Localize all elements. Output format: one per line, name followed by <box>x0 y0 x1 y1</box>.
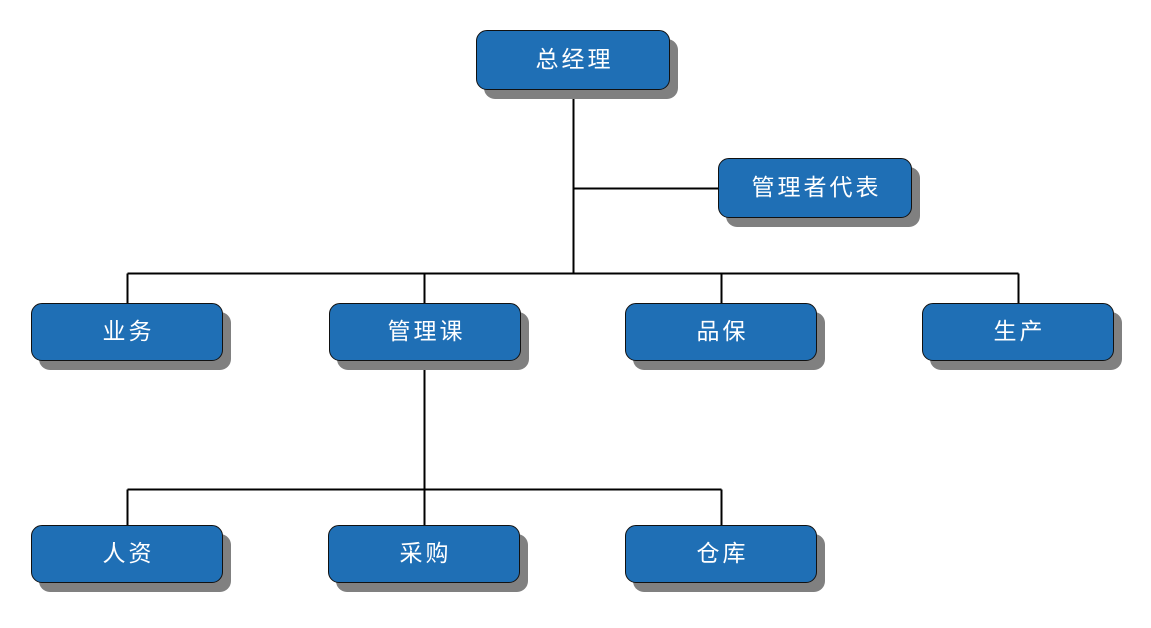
org-node-ceo[interactable]: 总经理 <box>476 30 670 90</box>
org-node-management-representative[interactable]: 管理者代表 <box>718 158 912 218</box>
org-node-warehouse[interactable]: 仓库 <box>625 525 817 583</box>
org-node-label: 仓库 <box>696 540 749 567</box>
org-node-label: 管理课 <box>387 318 466 345</box>
org-node-quality-assurance[interactable]: 品保 <box>625 303 817 361</box>
org-node-label: 业务 <box>102 318 155 345</box>
org-node-label: 人资 <box>102 540 155 567</box>
org-node-management-section[interactable]: 管理课 <box>329 303 521 361</box>
org-node-label: 品保 <box>696 318 749 345</box>
org-node-label: 总经理 <box>535 46 614 73</box>
org-node-label: 采购 <box>399 540 452 567</box>
org-node-human-resources[interactable]: 人资 <box>31 525 223 583</box>
org-node-label: 管理者代表 <box>751 174 882 201</box>
org-node-purchasing[interactable]: 采购 <box>328 525 520 583</box>
org-node-label: 生产 <box>993 318 1046 345</box>
org-node-production[interactable]: 生产 <box>922 303 1114 361</box>
org-node-business[interactable]: 业务 <box>31 303 223 361</box>
